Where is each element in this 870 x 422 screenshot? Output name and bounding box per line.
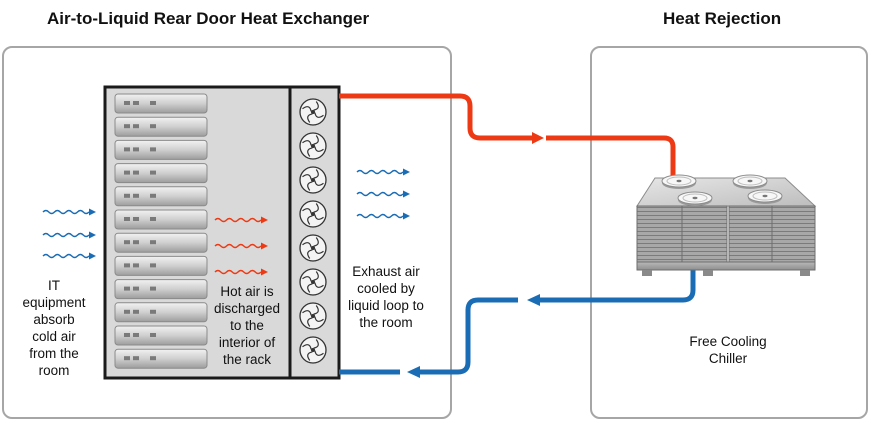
exhaust-air-arrows bbox=[356, 168, 410, 220]
server-unit bbox=[114, 209, 208, 230]
air-flow-arrow-icon bbox=[214, 242, 268, 250]
server-stack bbox=[114, 93, 208, 369]
air-flow-arrow-icon bbox=[356, 212, 410, 220]
cold-pipe-right bbox=[540, 268, 696, 303]
hot-air-label: Hot air is discharged to the interior of… bbox=[213, 284, 281, 367]
hot-pipe-arrowhead bbox=[532, 132, 544, 144]
fan-icon bbox=[299, 336, 327, 364]
air-flow-arrow-icon bbox=[42, 252, 96, 260]
hot-pipe-lower bbox=[546, 135, 676, 178]
fan-icon bbox=[299, 234, 327, 262]
air-flow-arrow-icon bbox=[42, 208, 96, 216]
server-unit bbox=[114, 116, 208, 137]
free-cooling-chiller-icon bbox=[636, 174, 817, 276]
server-unit bbox=[114, 139, 208, 160]
chiller-fan-icon bbox=[661, 174, 697, 189]
left-panel-title: Air-to-Liquid Rear Door Heat Exchanger bbox=[47, 9, 370, 28]
server-unit bbox=[114, 279, 208, 300]
server-unit bbox=[114, 232, 208, 253]
cold-air-arrows bbox=[42, 208, 96, 260]
chiller-fan-icon bbox=[732, 174, 768, 189]
fan-icon bbox=[299, 268, 327, 296]
fan-icon bbox=[299, 200, 327, 228]
server-unit bbox=[114, 325, 208, 346]
exhaust-label: Exhaust air cooled by liquid loop to the… bbox=[348, 264, 424, 330]
air-flow-arrow-icon bbox=[356, 190, 410, 198]
server-unit bbox=[114, 255, 208, 276]
hot-air-arrows bbox=[214, 216, 268, 276]
air-flow-arrow-icon bbox=[356, 168, 410, 176]
air-flow-arrow-icon bbox=[214, 216, 268, 224]
chiller-label: Free Cooling Chiller bbox=[689, 334, 767, 366]
fan-icon bbox=[299, 98, 327, 126]
fan-column bbox=[299, 98, 327, 364]
server-unit bbox=[114, 93, 208, 114]
cold-pipe-middle bbox=[420, 297, 518, 375]
server-unit bbox=[114, 186, 208, 207]
hot-pipe-upper bbox=[339, 93, 532, 141]
server-unit bbox=[114, 163, 208, 184]
cold-pipe-arrowhead-left bbox=[407, 366, 420, 378]
air-flow-arrow-icon bbox=[214, 268, 268, 276]
right-panel-title: Heat Rejection bbox=[663, 9, 782, 28]
cold-pipe-arrowhead-right bbox=[527, 294, 540, 306]
server-unit bbox=[114, 348, 208, 369]
fan-icon bbox=[299, 302, 327, 330]
chiller-fan-icon bbox=[677, 191, 713, 206]
fan-icon bbox=[299, 132, 327, 160]
air-flow-arrow-icon bbox=[42, 231, 96, 239]
chiller-fan-icon bbox=[747, 189, 783, 204]
fan-icon bbox=[299, 166, 327, 194]
server-unit bbox=[114, 302, 208, 323]
it-equipment-label: IT equipment absorb cold air from the ro… bbox=[22, 278, 86, 378]
